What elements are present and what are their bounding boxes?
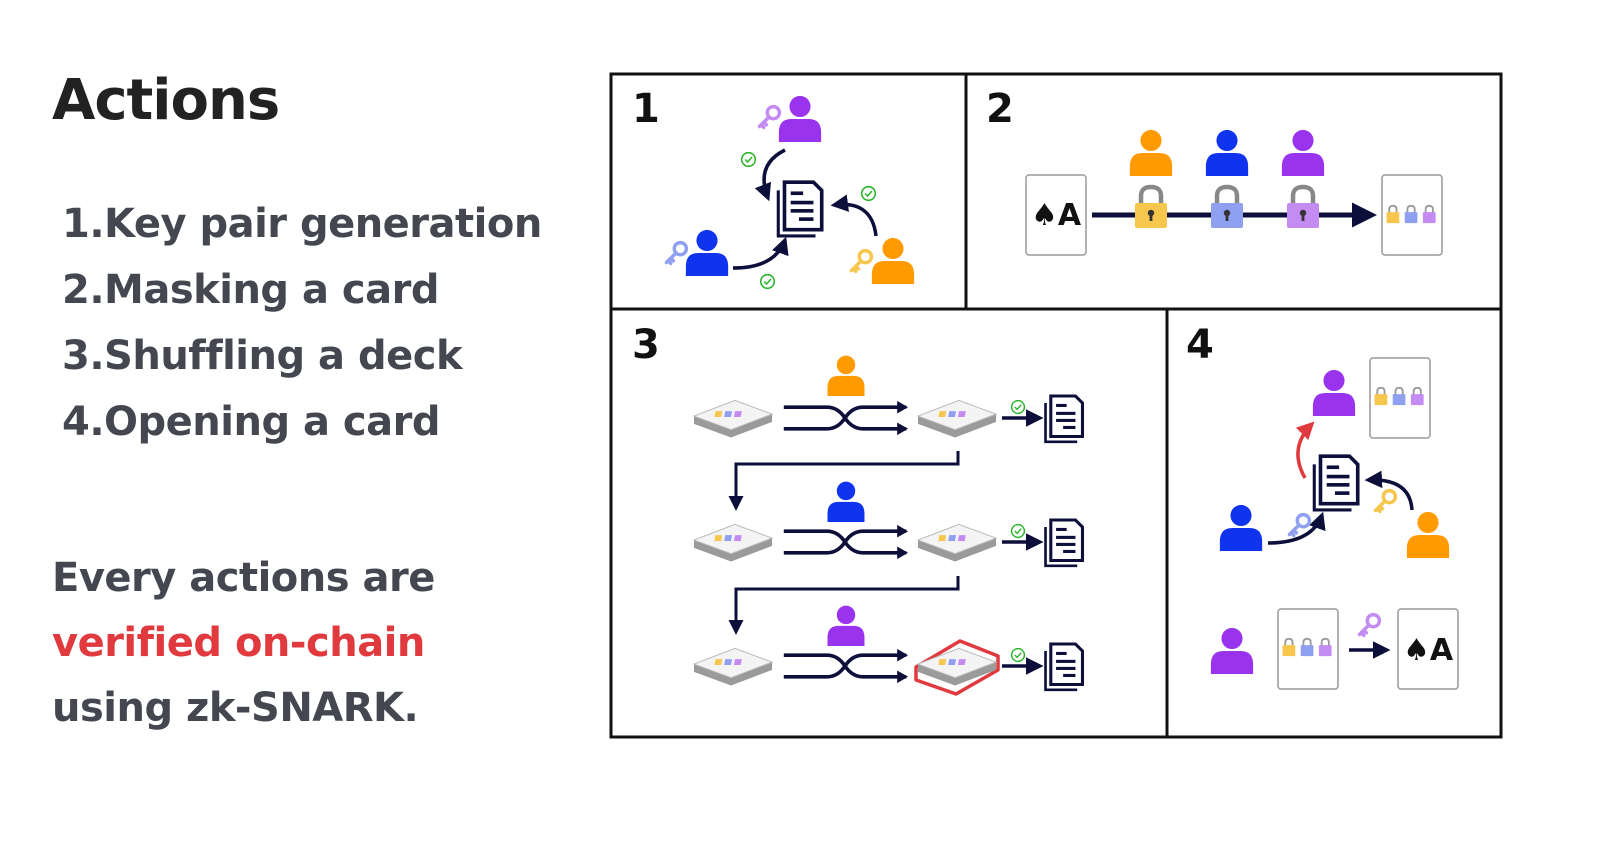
user-icon-orange	[827, 355, 865, 396]
key-icon-orange	[849, 248, 874, 274]
user-icon-blue	[1205, 129, 1249, 176]
highlight-outline	[914, 639, 1000, 696]
card-deck-icon	[917, 399, 997, 439]
panel-1-key-generation	[664, 95, 915, 290]
key-icon-orange	[1373, 488, 1398, 514]
card-deck-icon	[693, 523, 773, 563]
card-label: ♠A	[1031, 198, 1082, 233]
tagline-line-3: using zk-SNARK.	[52, 685, 419, 731]
arrow-icon	[732, 236, 789, 270]
document-icon	[1043, 518, 1085, 568]
action-item-opening: 4.Opening a card	[62, 399, 440, 445]
user-icon-purple	[778, 95, 822, 142]
user-icon-blue	[1219, 504, 1263, 551]
card-deck-icon	[693, 647, 773, 687]
arrow-icon	[1364, 470, 1414, 511]
card-deck-icon	[693, 399, 773, 439]
check-icon	[1010, 523, 1026, 539]
actions-list: 1.Key pair generation 2.Masking a card 3…	[62, 196, 542, 460]
tagline-line-2-highlight: verified on-chain	[52, 620, 425, 666]
arrow-icon	[754, 148, 786, 202]
key-icon-purple	[757, 104, 782, 130]
user-icon-purple	[1312, 369, 1356, 416]
user-icon-purple	[1281, 129, 1325, 176]
panel-number-4: 4	[1186, 322, 1214, 368]
panel-4-opening: ♠A	[1210, 357, 1459, 690]
document-icon	[1043, 394, 1085, 444]
lock-icon-purple	[1287, 187, 1319, 228]
panel-number-1: 1	[632, 86, 660, 132]
user-icon-purple	[827, 605, 865, 646]
shuffle-arrows-icon	[781, 524, 910, 560]
document-icon	[776, 180, 824, 238]
page-title: Actions	[52, 68, 280, 133]
user-icon-orange	[1129, 129, 1173, 176]
shuffle-arrows-icon	[781, 400, 910, 436]
lock-icon-blue	[1211, 187, 1243, 228]
card-label: ♠A	[1403, 633, 1454, 668]
user-icon-purple	[1210, 627, 1254, 674]
diagram-frame	[609, 72, 1503, 739]
user-icon-blue	[827, 481, 865, 522]
panel-3-shuffling	[693, 355, 1085, 696]
action-item-key-pair: 1.Key pair generation	[62, 201, 542, 247]
check-icon	[1010, 399, 1026, 415]
arrow-icon	[728, 576, 960, 635]
card-ace-of-spades	[1025, 174, 1087, 256]
tagline-line-1: Every actions are	[52, 555, 435, 601]
panel-number-3: 3	[632, 322, 660, 368]
card-deck-icon	[917, 647, 997, 687]
arrow-icon	[830, 194, 878, 237]
arrow-icon	[728, 451, 960, 511]
document-icon	[1312, 454, 1360, 512]
check-icon	[740, 151, 757, 168]
lock-icon-orange	[1135, 187, 1167, 228]
action-item-shuffling: 3.Shuffling a deck	[62, 333, 463, 379]
tagline: Every actions are verified on-chain usin…	[52, 548, 435, 743]
key-icon-purple	[1357, 612, 1382, 638]
user-icon-blue	[685, 229, 729, 276]
user-icon-orange	[1406, 511, 1450, 558]
card-ace-of-spades	[1397, 608, 1459, 690]
arrow-icon	[1267, 511, 1326, 545]
check-icon	[1010, 647, 1026, 663]
document-icon	[1043, 642, 1085, 692]
panel-2-masking: ♠A	[1025, 129, 1443, 256]
arrow-icon	[1295, 421, 1315, 479]
check-icon	[759, 273, 776, 290]
key-icon-blue	[664, 240, 689, 266]
shuffle-arrows-icon	[781, 648, 910, 684]
user-icon-orange	[871, 237, 915, 284]
panel-number-2: 2	[986, 86, 1014, 132]
card-deck-icon	[917, 523, 997, 563]
action-item-masking: 2.Masking a card	[62, 267, 439, 313]
check-icon	[860, 185, 877, 202]
